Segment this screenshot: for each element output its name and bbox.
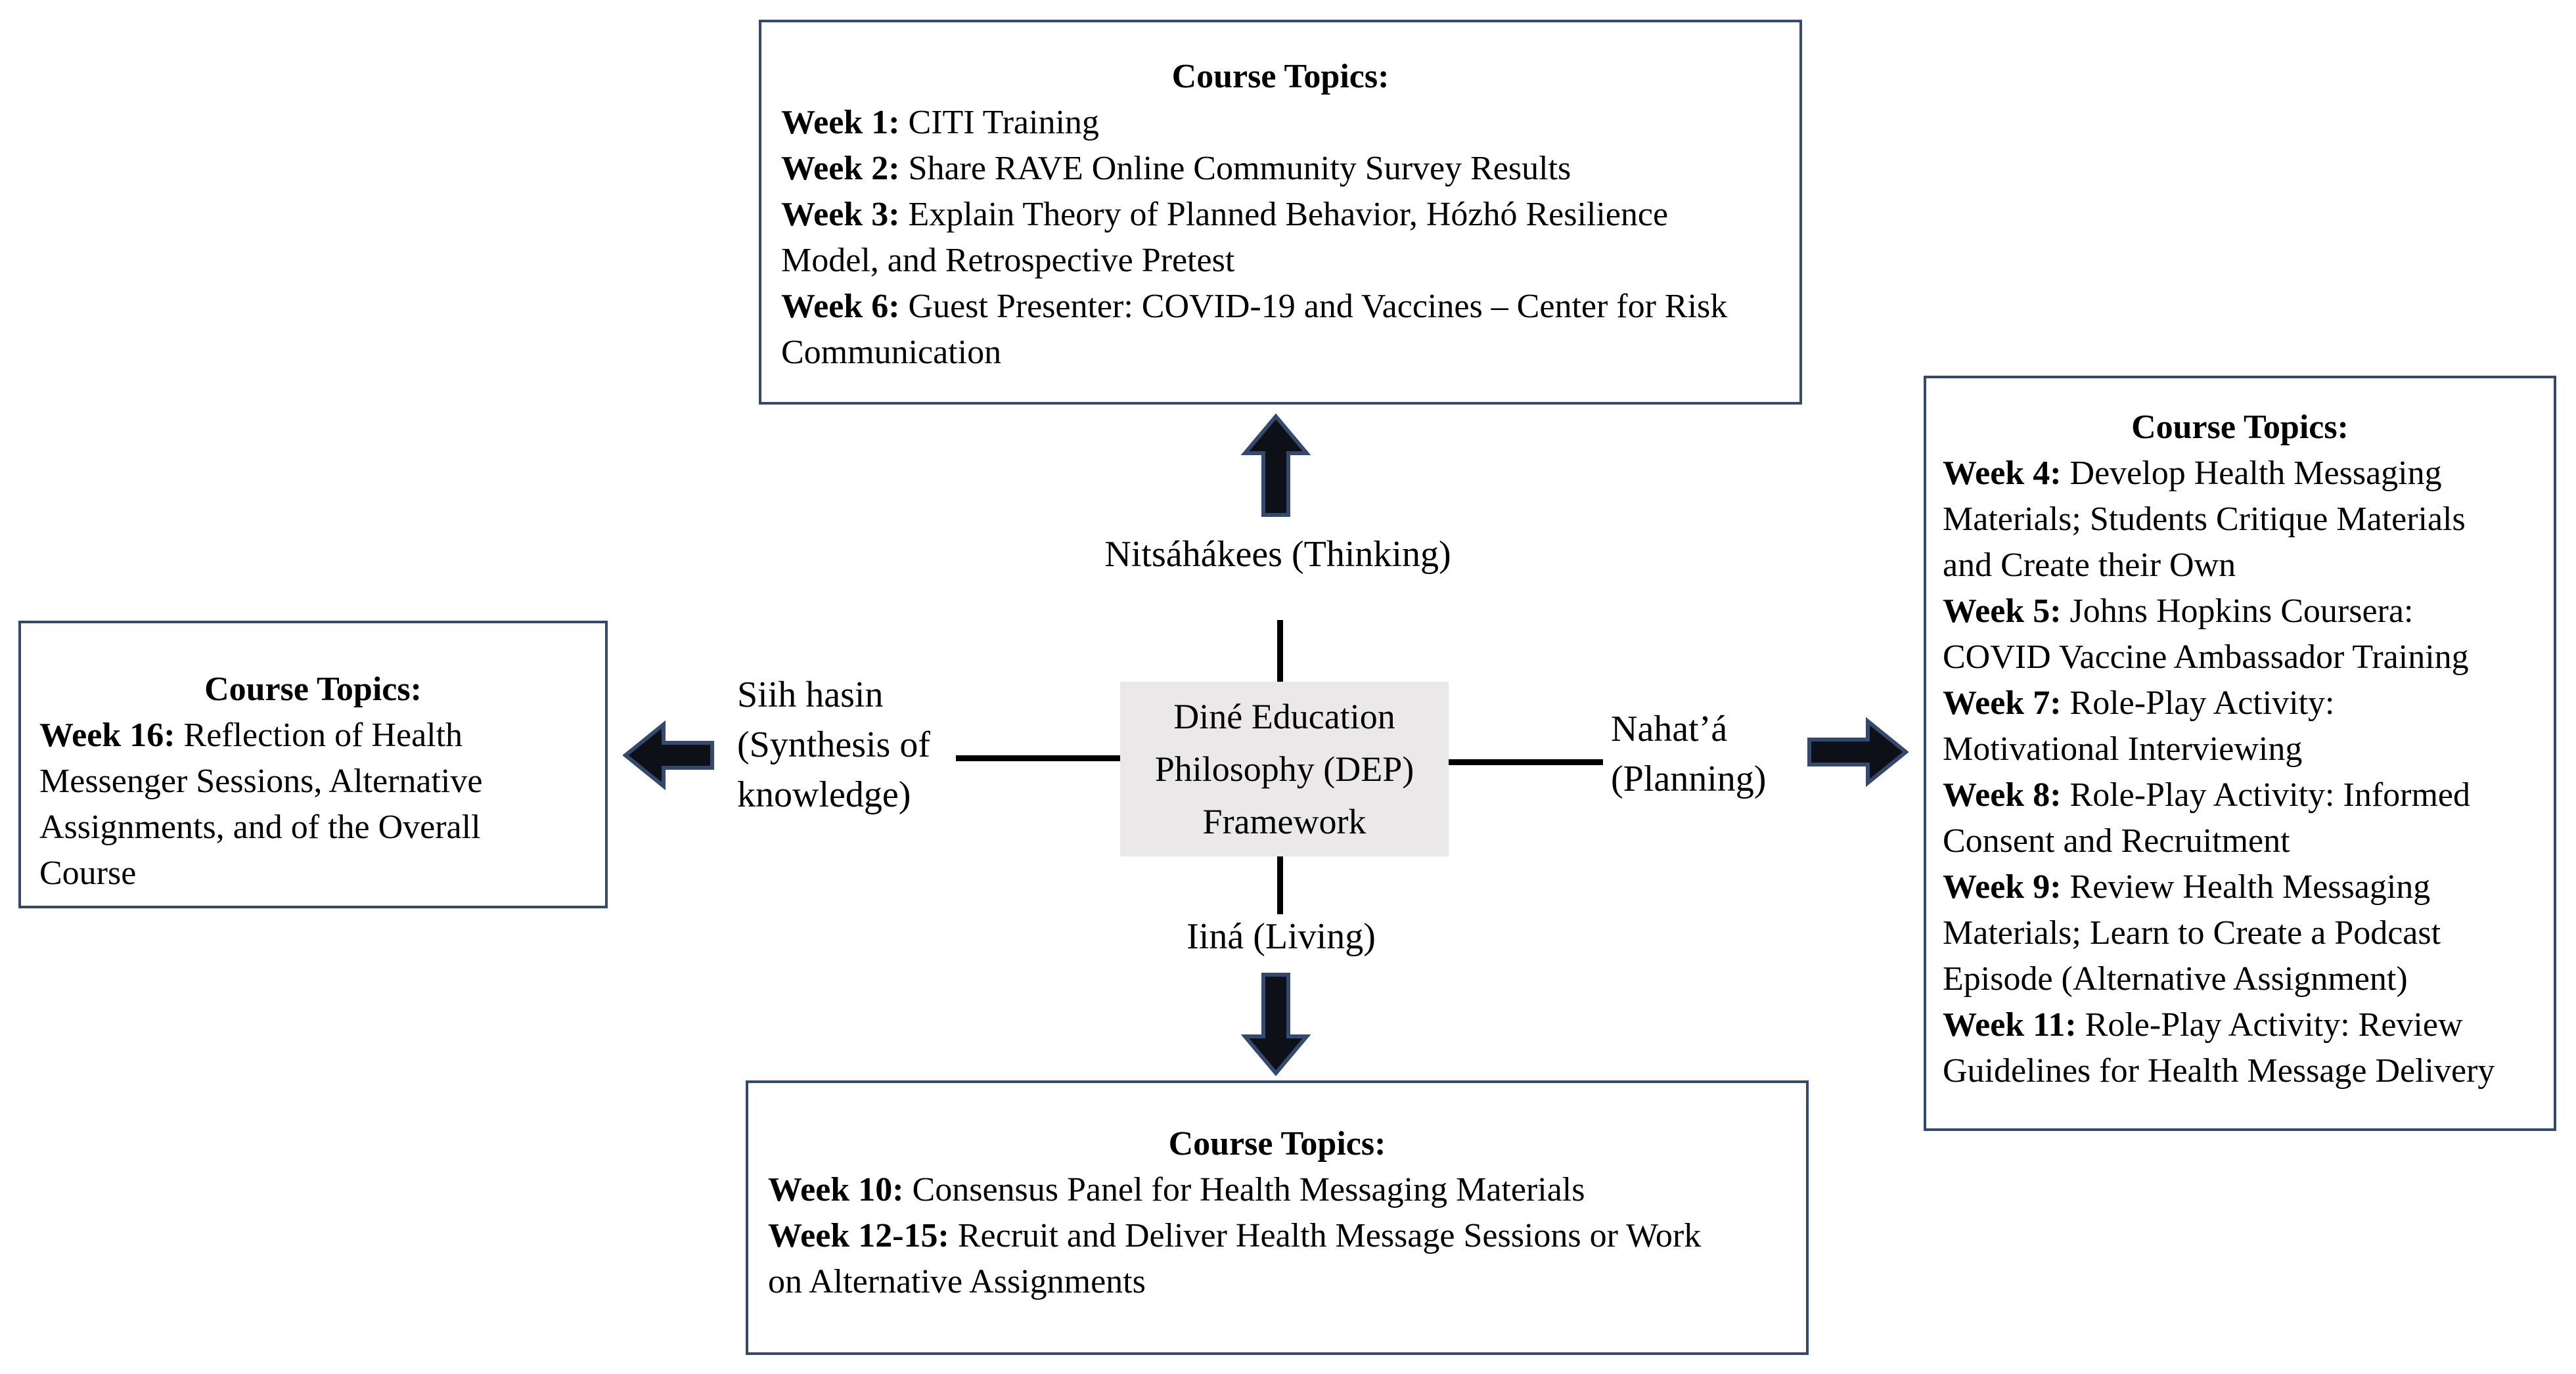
axis-label-synthesis-line: knowledge) — [737, 774, 911, 815]
center-box-line: Diné Education — [1173, 697, 1395, 736]
arrow-left-icon — [623, 720, 714, 791]
topic-list-bottom: Week 10: Consensus Panel for Health Mess… — [768, 1167, 1786, 1305]
topic-item: Week 2: Share RAVE Online Community Surv… — [781, 146, 1780, 192]
week-label: Week 11: — [1943, 1006, 2077, 1044]
topic-text: Role-Play Activity: Review Guidelines fo… — [1943, 1006, 2495, 1090]
topic-text: Johns Hopkins Coursera: COVID Vaccine Am… — [1943, 592, 2469, 676]
week-label: Week 9: — [1943, 868, 2062, 906]
topic-text: Consensus Panel for Health Messaging Mat… — [903, 1171, 1585, 1208]
week-label: Week 2: — [781, 150, 900, 187]
week-label: Week 4: — [1943, 454, 2062, 492]
course-topics-box-bottom: Course Topics: Week 10: Consensus Panel … — [746, 1080, 1809, 1355]
topic-item: Week 5: Johns Hopkins Coursera: COVID Va… — [1943, 588, 2537, 680]
topic-item: Week 10: Consensus Panel for Health Mess… — [768, 1167, 1786, 1213]
box-title: Course Topics: — [2131, 409, 2349, 446]
topic-item: Week 11: Role-Play Activity: Review Guid… — [1943, 1002, 2537, 1094]
topic-text: Role-Play Activity: Motivational Intervi… — [1943, 684, 2335, 768]
axis-label-planning: Nahat’á (Planning) — [1611, 704, 1828, 804]
axis-label-planning-line: (Planning) — [1611, 759, 1767, 799]
box-title: Course Topics: — [1168, 1125, 1386, 1163]
topic-item: Week 1: CITI Training — [781, 100, 1780, 146]
box-title: Course Topics: — [204, 671, 422, 708]
arrow-up-icon — [1240, 414, 1311, 517]
axis-label-thinking: Nitsáhákees (Thinking) — [1104, 534, 1451, 575]
topic-item: Week 12-15: Recruit and Deliver Health M… — [768, 1213, 1786, 1305]
course-topics-box-left: Course Topics: Week 16: Reflection of He… — [18, 621, 608, 908]
topic-text: Develop Health Messaging Materials; Stud… — [1943, 454, 2466, 584]
axis-label-synthesis-line: (Synthesis of — [737, 724, 930, 765]
connector-line-right — [1449, 759, 1603, 765]
center-box-line: Framework — [1202, 802, 1367, 841]
topic-item: Week 9: Review Health Messaging Material… — [1943, 864, 2537, 1002]
topic-text: Share RAVE Online Community Survey Resul… — [899, 150, 1571, 187]
arrow-down-icon — [1240, 973, 1311, 1076]
week-label: Week 16: — [39, 717, 175, 754]
arrow-right-icon — [1807, 717, 1909, 787]
topic-list-left: Week 16: Reflection of Health Messenger … — [39, 713, 587, 897]
topic-text: Review Health Messaging Materials; Learn… — [1943, 868, 2441, 998]
week-label: Week 1: — [781, 104, 900, 141]
week-label: Week 7: — [1943, 684, 2062, 722]
topic-item: Week 16: Reflection of Health Messenger … — [39, 713, 587, 897]
topic-item: Week 8: Role-Play Activity: Informed Con… — [1943, 772, 2537, 864]
week-label: Week 3: — [781, 196, 900, 233]
topic-list-right: Week 4: Develop Health Messaging Materia… — [1943, 451, 2537, 1094]
connector-line-top — [1277, 620, 1283, 682]
topic-text: Explain Theory of Planned Behavior, Hózh… — [781, 196, 1669, 279]
topic-text: Role-Play Activity: Informed Consent and… — [1943, 776, 2470, 860]
axis-label-living: Iiná (Living) — [1186, 916, 1376, 957]
box-title: Course Topics: — [1171, 58, 1390, 95]
connector-line-bottom — [1277, 856, 1283, 914]
dep-center-box: Diné Education Philosophy (DEP) Framewor… — [1120, 682, 1449, 856]
center-box-line: Philosophy (DEP) — [1154, 749, 1414, 789]
axis-label-synthesis-line: Siih hasin — [737, 675, 884, 715]
topic-text: Recruit and Deliver Health Message Sessi… — [768, 1217, 1702, 1300]
course-topics-box-right: Course Topics: Week 4: Develop Health Me… — [1924, 376, 2556, 1131]
topic-item: Week 3: Explain Theory of Planned Behavi… — [781, 192, 1780, 284]
week-label: Week 12-15: — [768, 1217, 949, 1254]
axis-label-synthesis: Siih hasin (Synthesis of knowledge) — [737, 670, 987, 820]
topic-text: Guest Presenter: COVID-19 and Vaccines –… — [781, 288, 1728, 371]
topic-text: Reflection of Health Messenger Sessions,… — [39, 717, 483, 892]
axis-label-planning-line: Nahat’á — [1611, 709, 1728, 749]
connector-line-left — [956, 755, 1120, 761]
week-label: Week 8: — [1943, 776, 2062, 814]
topic-item: Week 6: Guest Presenter: COVID-19 and Va… — [781, 284, 1780, 376]
week-label: Week 6: — [781, 288, 900, 325]
week-label: Week 10: — [768, 1171, 904, 1208]
topic-item: Week 7: Role-Play Activity: Motivational… — [1943, 680, 2537, 772]
topic-item: Week 4: Develop Health Messaging Materia… — [1943, 451, 2537, 588]
topic-text: CITI Training — [899, 104, 1099, 141]
week-label: Week 5: — [1943, 592, 2062, 630]
